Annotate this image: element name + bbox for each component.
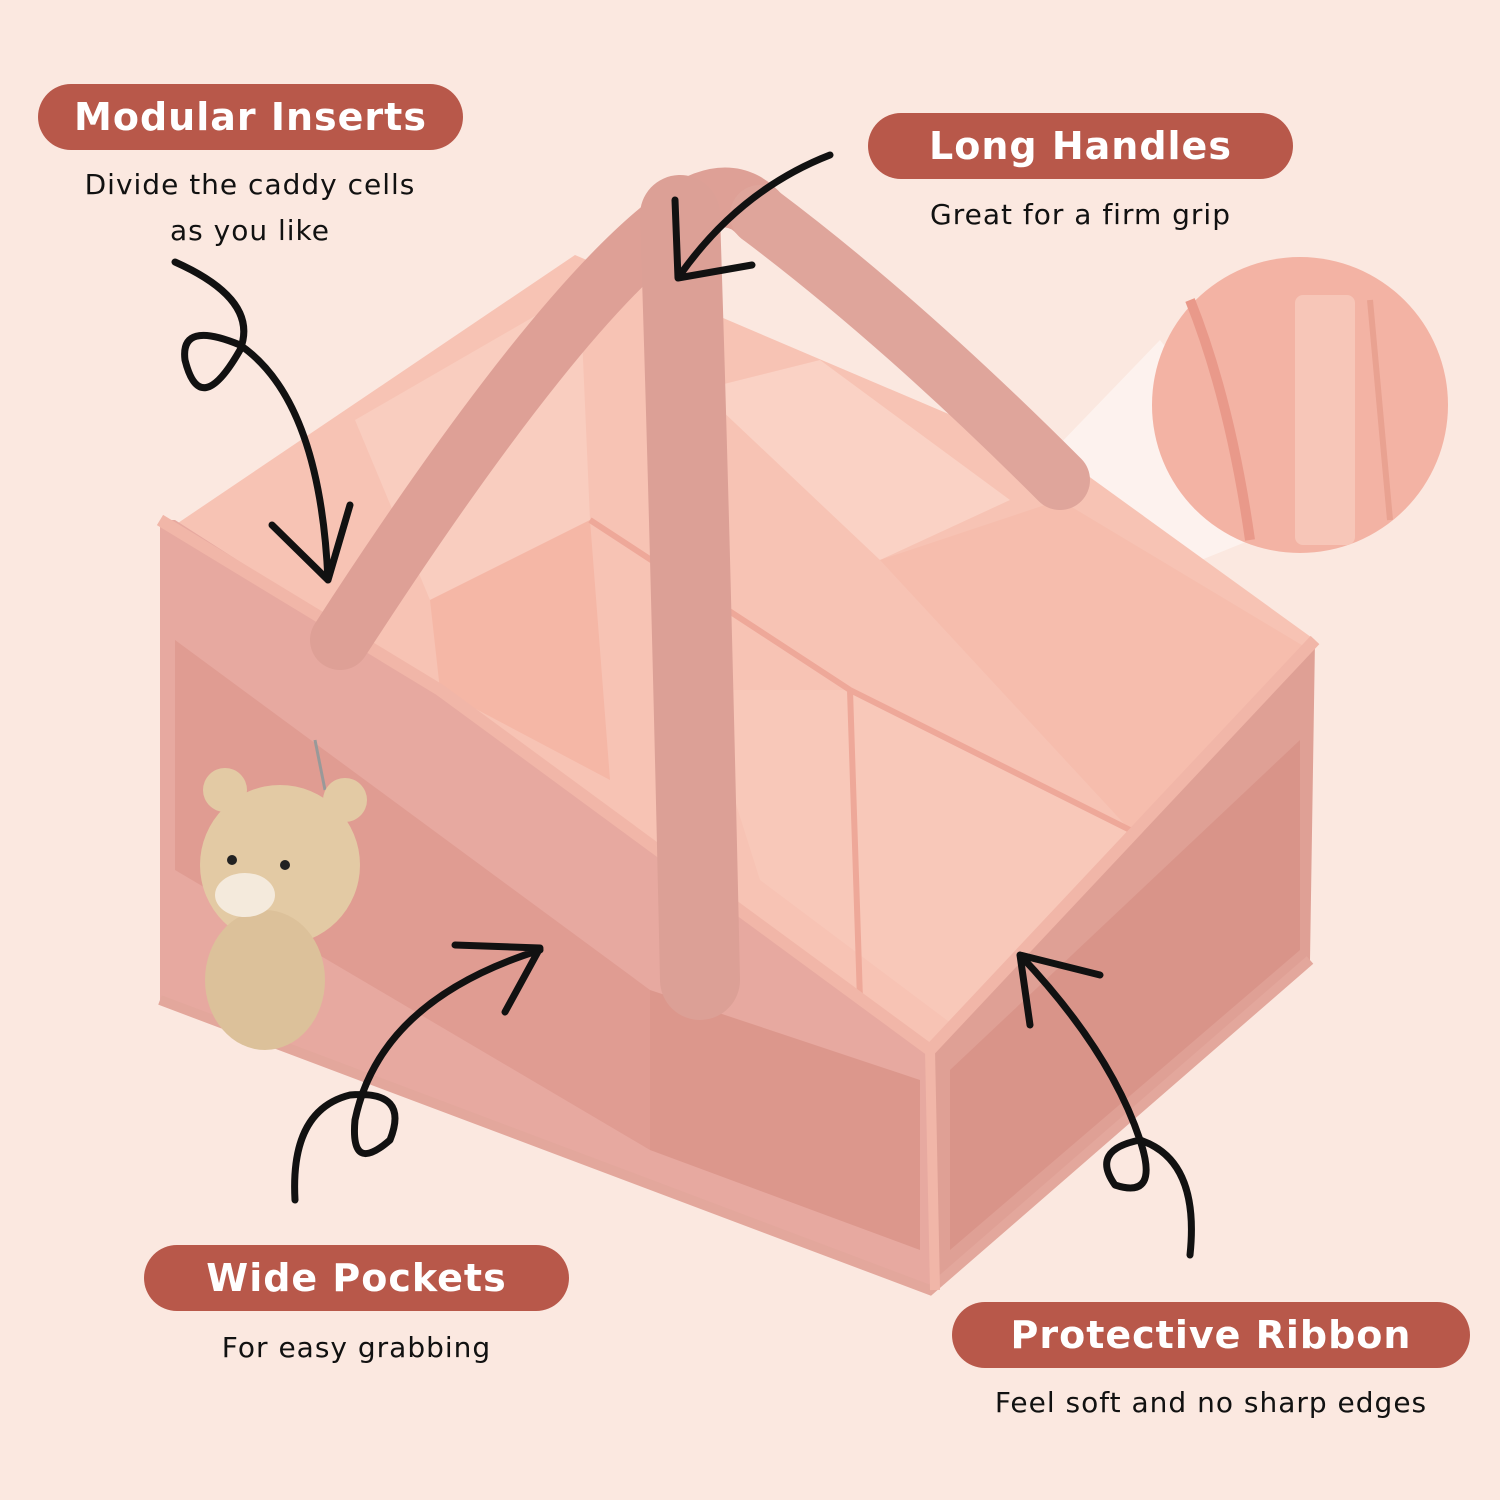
- long-handles-caption: Great for a firm grip: [868, 192, 1293, 238]
- caddy-handles: [310, 167, 1090, 1020]
- arrow-ribbon-icon: [1016, 951, 1195, 1259]
- modular-inserts-line2: as you like: [170, 214, 330, 247]
- long-handles-line1: Great for a firm grip: [930, 198, 1231, 231]
- arrow-icons: [171, 151, 1195, 1259]
- wide-pockets-title: Wide Pockets: [144, 1245, 569, 1311]
- long-handles-title: Long Handles: [868, 113, 1293, 179]
- arrow-pockets-icon: [291, 941, 544, 1204]
- protective-ribbon-caption: Feel soft and no sharp edges: [952, 1380, 1470, 1426]
- protective-ribbon-line1: Feel soft and no sharp edges: [994, 1386, 1428, 1419]
- caddy-basket: [156, 255, 1320, 1296]
- wide-pockets-caption: For easy grabbing: [144, 1325, 569, 1371]
- modular-inserts-caption: Divide the caddy cells as you like: [40, 162, 460, 254]
- bear-keychain: [200, 739, 367, 1050]
- protective-ribbon-title: Protective Ribbon: [952, 1302, 1470, 1368]
- arrow-modular-icon: [171, 258, 354, 584]
- modular-inserts-line1: Divide the caddy cells: [84, 168, 416, 201]
- wide-pockets-line1: For easy grabbing: [221, 1331, 492, 1364]
- arrow-handles-icon: [671, 151, 834, 282]
- modular-inserts-title: Modular Inserts: [38, 84, 463, 150]
